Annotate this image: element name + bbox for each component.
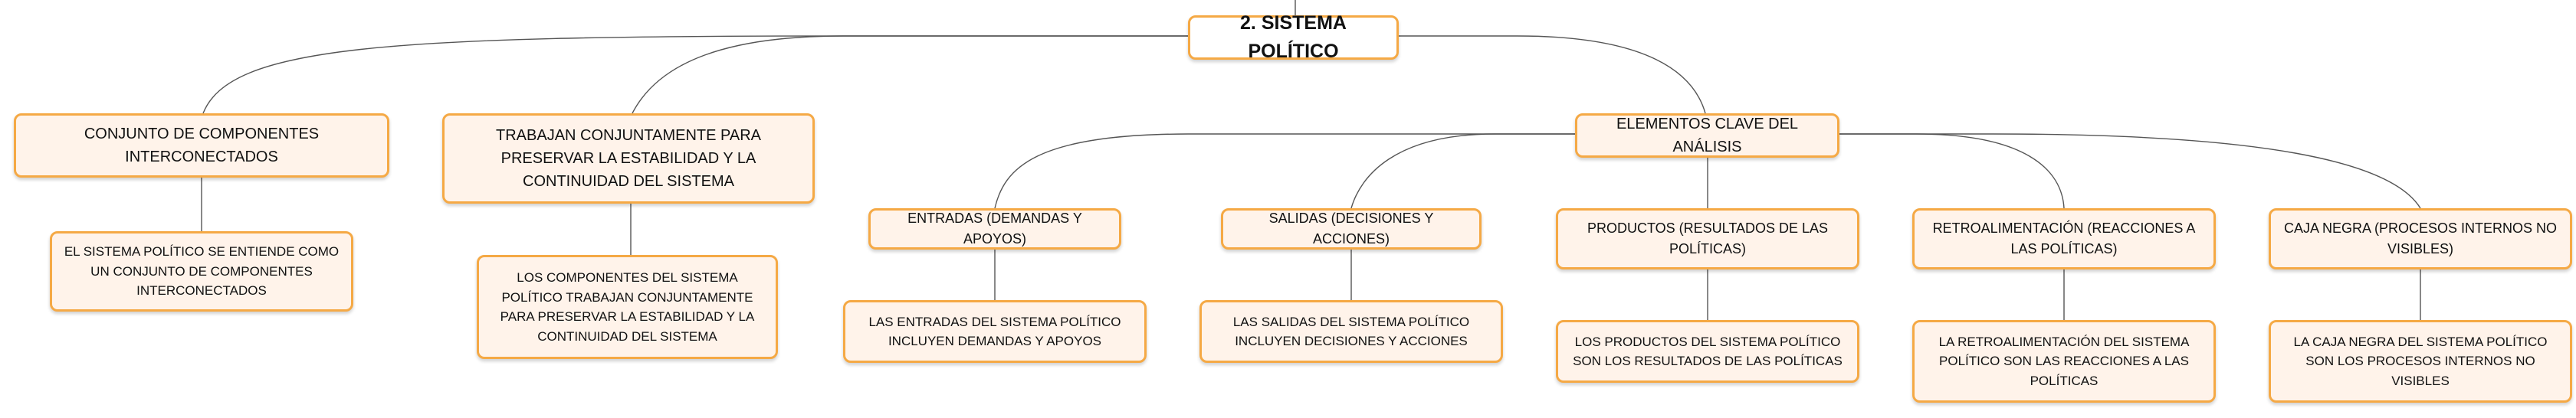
node-label: RETROALIMENTACIÓN (REACCIONES A LAS POLÍ…: [1932, 220, 2196, 256]
detail-label: LAS ENTRADAS DEL SISTEMA POLÍTICO INCLUY…: [868, 314, 1121, 349]
branch-label: TRABAJAN CONJUNTAMENTE PARA PRESERVAR LA…: [496, 127, 761, 190]
detail-trabajan-conjuntamente[interactable]: LOS COMPONENTES DEL SISTEMA POLÍTICO TRA…: [477, 255, 778, 359]
node-label: PRODUCTOS (RESULTADOS DE LAS POLÍTICAS): [1587, 220, 1829, 256]
detail-label: LA CAJA NEGRA DEL SISTEMA POLÍTICO SON L…: [2293, 334, 2548, 388]
detail-caja-negra[interactable]: LA CAJA NEGRA DEL SISTEMA POLÍTICO SON L…: [2269, 320, 2572, 403]
node-label: CAJA NEGRA (PROCESOS INTERNOS NO VISIBLE…: [2283, 220, 2558, 256]
branch-elementos-clave[interactable]: ELEMENTOS CLAVE DEL ANÁLISIS: [1575, 113, 1839, 158]
node-salidas[interactable]: SALIDAS (DECISIONES Y ACCIONES): [1221, 208, 1482, 250]
detail-label: LOS COMPONENTES DEL SISTEMA POLÍTICO TRA…: [500, 270, 755, 344]
node-productos[interactable]: PRODUCTOS (RESULTADOS DE LAS POLÍTICAS): [1556, 208, 1859, 269]
root-node[interactable]: 2. SISTEMA POLÍTICO: [1188, 12, 1399, 62]
node-caja-negra[interactable]: CAJA NEGRA (PROCESOS INTERNOS NO VISIBLE…: [2269, 208, 2572, 269]
detail-componentes-interconectados[interactable]: EL SISTEMA POLÍTICO SE ENTIENDE COMO UN …: [50, 231, 353, 312]
node-label: SALIDAS (DECISIONES Y ACCIONES): [1268, 211, 1434, 247]
root-label: 2. SISTEMA POLÍTICO: [1240, 11, 1347, 63]
detail-entradas[interactable]: LAS ENTRADAS DEL SISTEMA POLÍTICO INCLUY…: [843, 300, 1147, 363]
branch-label: ELEMENTOS CLAVE DEL ANÁLISIS: [1616, 116, 1799, 155]
branch-label: CONJUNTO DE COMPONENTES INTERCONECTADOS: [84, 126, 320, 165]
detail-label: LA RETROALIMENTACIÓN DEL SISTEMA POLÍTIC…: [1938, 334, 2190, 388]
detail-productos[interactable]: LOS PRODUCTOS DEL SISTEMA POLÍTICO SON L…: [1556, 320, 1859, 383]
detail-retroalimentacion[interactable]: LA RETROALIMENTACIÓN DEL SISTEMA POLÍTIC…: [1912, 320, 2216, 403]
detail-salidas[interactable]: LAS SALIDAS DEL SISTEMA POLÍTICO INCLUYE…: [1199, 300, 1503, 363]
branch-componentes-interconectados[interactable]: CONJUNTO DE COMPONENTES INTERCONECTADOS: [14, 113, 389, 178]
branch-trabajan-conjuntamente[interactable]: TRABAJAN CONJUNTAMENTE PARA PRESERVAR LA…: [442, 113, 815, 204]
detail-label: EL SISTEMA POLÍTICO SE ENTIENDE COMO UN …: [64, 244, 340, 299]
node-retroalimentacion[interactable]: RETROALIMENTACIÓN (REACCIONES A LAS POLÍ…: [1912, 208, 2216, 269]
node-label: ENTRADAS (DEMANDAS Y APOYOS): [907, 211, 1082, 247]
detail-label: LOS PRODUCTOS DEL SISTEMA POLÍTICO SON L…: [1573, 334, 1843, 369]
detail-label: LAS SALIDAS DEL SISTEMA POLÍTICO INCLUYE…: [1232, 314, 1470, 349]
node-entradas[interactable]: ENTRADAS (DEMANDAS Y APOYOS): [868, 208, 1121, 250]
